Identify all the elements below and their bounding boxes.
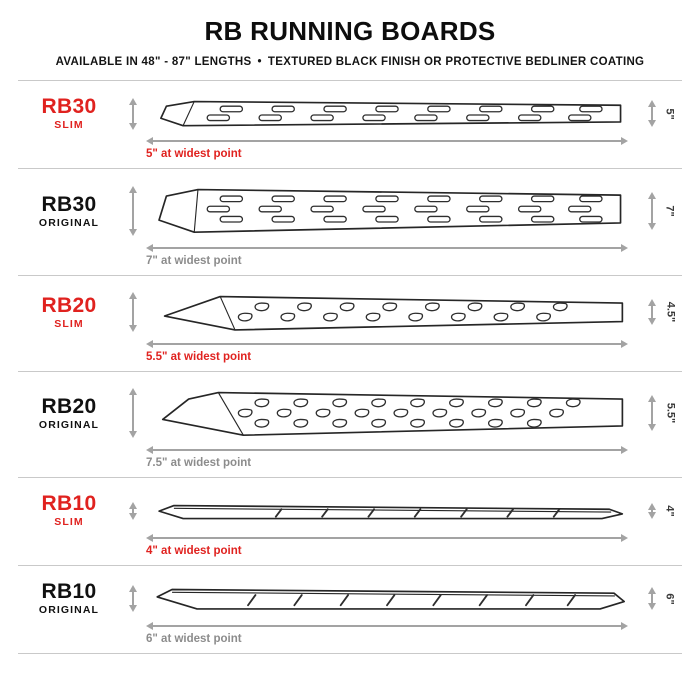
product-label: RB20 ORIGINAL: [18, 394, 120, 431]
board-illustration-rb30-original: [158, 188, 622, 234]
height-dimension-arrow-left: [120, 97, 146, 130]
product-row-rb30-slim: RB30 SLIM 5" 5" at widest point: [18, 81, 682, 170]
variant-name: ORIGINAL: [38, 216, 100, 229]
height-label: 4.5": [663, 302, 676, 323]
widest-point-label: 7" at widest point: [146, 254, 242, 267]
variant-name: ORIGINAL: [38, 418, 100, 431]
height-dimension-arrow-right: [628, 587, 658, 611]
variant-name: SLIM: [54, 516, 84, 529]
model-name: RB30: [41, 192, 97, 216]
height-label: 5": [664, 107, 676, 120]
model-name: RB20: [41, 293, 97, 317]
product-label: RB30 SLIM: [18, 95, 120, 132]
width-dimension-arrow: [146, 339, 628, 348]
height-dimension-arrow-left: [120, 501, 146, 520]
product-label: RB30 ORIGINAL: [18, 192, 120, 229]
product-row-rb20-original: RB20 ORIGINAL 5.5" 7.5" at widest point: [18, 372, 682, 479]
height-dimension-arrow-right: [628, 100, 658, 128]
height-dimension-arrow-right: [628, 299, 658, 326]
model-name: RB20: [41, 394, 97, 418]
board-illustration-rb20-original: [161, 391, 624, 436]
model-name: RB10: [41, 580, 97, 604]
height-dimension-arrow-right: [628, 502, 658, 519]
width-dimension: 7" at widest point: [146, 243, 628, 267]
board-illustration-rb30-slim: [160, 100, 622, 127]
product-label: RB10 SLIM: [18, 492, 120, 529]
variant-name: SLIM: [54, 317, 84, 330]
model-name: RB10: [41, 492, 97, 516]
width-dimension: 4" at widest point: [146, 534, 628, 557]
board-illustration-rb10-slim: [158, 504, 624, 520]
board-illustration-rb10-original: [156, 588, 626, 610]
width-dimension-arrow: [146, 137, 628, 146]
widest-point-label: 5.5" at widest point: [146, 350, 252, 363]
page-subtitle: AVAILABLE IN 48" - 87" LENGTHS • TEXTURE…: [55, 56, 645, 68]
height-dimension-arrow-left: [120, 186, 146, 237]
page-title: RB RUNNING BOARDS: [204, 16, 496, 46]
height-dimension-arrow-left: [120, 388, 146, 439]
variant-name: ORIGINAL: [38, 604, 100, 617]
width-dimension: 5" at widest point: [146, 137, 628, 160]
width-dimension: 7.5" at widest point: [146, 446, 628, 469]
height-label: 6": [664, 593, 676, 605]
variant-name: SLIM: [54, 119, 84, 132]
widest-point-label: 4" at widest point: [146, 545, 242, 558]
height-dimension-arrow-left: [120, 585, 146, 613]
board-illustration-rb20-slim: [163, 295, 624, 331]
widest-point-label: 7.5" at widest point: [146, 457, 252, 470]
width-dimension: 5.5" at widest point: [146, 339, 628, 363]
width-dimension-arrow: [146, 446, 628, 455]
width-dimension-arrow: [146, 622, 628, 631]
model-name: RB30: [41, 95, 97, 119]
height-dimension-arrow-right: [628, 192, 658, 231]
product-label: RB20 SLIM: [18, 293, 120, 330]
width-dimension: 6" at widest point: [146, 622, 628, 645]
page-header: RB RUNNING BOARDS AVAILABLE IN 48" - 87"…: [18, 0, 682, 81]
product-row-rb20-slim: RB20 SLIM 4.5" 5.5" at widest point: [18, 276, 682, 372]
widest-point-label: 5" at widest point: [146, 148, 242, 161]
product-row-rb10-original: RB10 ORIGINAL 6" 6" at widest point: [18, 566, 682, 655]
product-label: RB10 ORIGINAL: [18, 580, 120, 617]
product-row-rb10-slim: RB10 SLIM 4" 4" at widest point: [18, 478, 682, 567]
height-label: 7": [664, 205, 676, 217]
product-row-rb30-original: RB30 ORIGINAL 7" 7" at widest point: [18, 169, 682, 276]
height-dimension-arrow-right: [628, 395, 658, 432]
width-dimension-arrow: [146, 243, 628, 252]
width-dimension-arrow: [146, 534, 628, 543]
height-dimension-arrow-left: [120, 292, 146, 333]
height-label: 4": [664, 505, 676, 517]
height-label: 5.5": [663, 403, 676, 424]
widest-point-label: 6" at widest point: [146, 633, 242, 646]
